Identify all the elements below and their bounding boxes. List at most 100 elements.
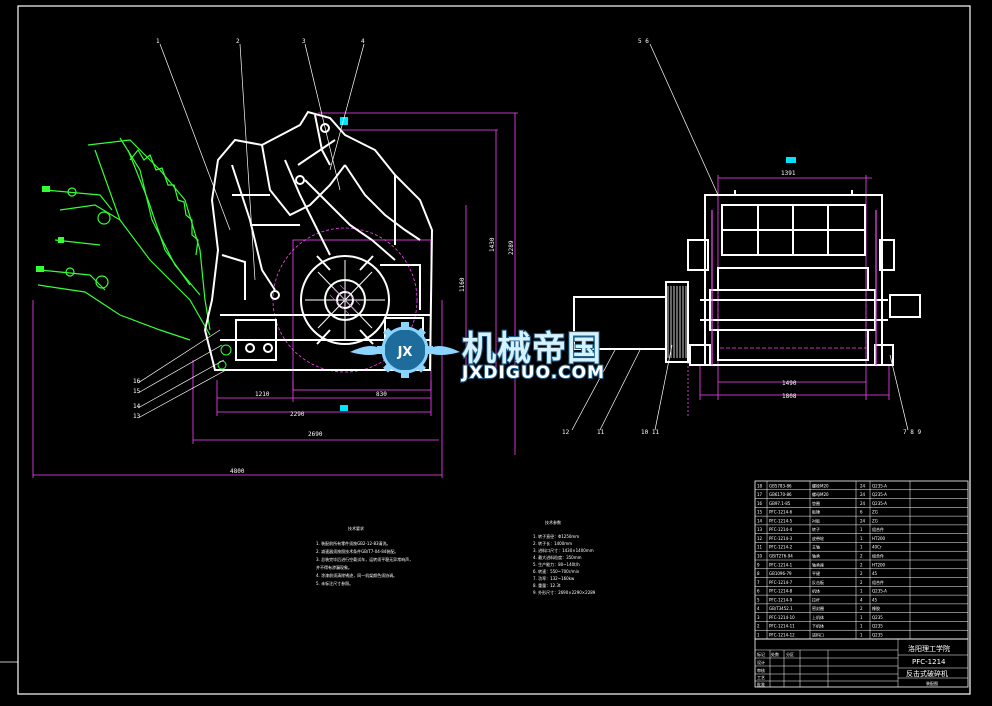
notes-left-line: 并不得有渗漏现象。 (316, 564, 352, 570)
bom-cell: 11 (757, 545, 763, 550)
bom-cell: GB1096-79 (769, 571, 792, 576)
part-label-13: 13 (133, 413, 141, 420)
bom-cell: Q235 (872, 624, 883, 629)
bom-cell: HT200 (872, 562, 886, 567)
bom-cell: 13 (757, 527, 763, 532)
bom-cell: 1 (860, 545, 863, 550)
bom-cell: Q235 (872, 615, 883, 620)
bom-cell: Q235-A (872, 501, 887, 506)
bom-cell: 2 (757, 624, 760, 629)
dim-2289: 2289 (508, 240, 515, 255)
notes-right-line: 4. 最大进料粒度：350mm (533, 554, 582, 560)
notes-right-line: 6. 转速：550~700r/min (533, 568, 580, 574)
notes-left-line: 1. 装配前所有零件须按GB2-12-83清洗。 (316, 540, 391, 546)
bom-cell: 8 (757, 571, 760, 576)
gear-logo-icon: JX (350, 322, 460, 378)
bom-cell: 皮带轮 (812, 535, 824, 541)
side-view: 1391 1490 1808 (562, 38, 921, 436)
bom-cell: 5 (757, 597, 760, 602)
bom-cell: 机体 (812, 588, 820, 594)
notes-left-line: 2. 减速器须按照技术条件GB/T7-04-84装配。 (316, 548, 398, 554)
part-label-2: 2 (236, 38, 240, 45)
tb-label: 审核 (757, 667, 765, 673)
notes-right-line: 5. 生产能力：80~140t/h (533, 561, 580, 567)
notes-left-line: 5. 未标注尺寸参照。 (316, 580, 353, 586)
bom-cell: Q235-A (872, 483, 887, 488)
dim-1391: 1391 (781, 170, 796, 177)
bom-cell: 上机体 (812, 614, 824, 620)
bom-cell: 40Cr (872, 545, 882, 550)
technical-parameters: 技术参数 1. 转子直径：Φ1250mm 2. 转子长：1400mm 3. 进料… (533, 519, 596, 595)
bom-cell: 2 (860, 606, 863, 611)
bom-cell: 2 (860, 562, 863, 567)
bom-cell: GB5783-86 (769, 483, 792, 488)
bom-cell: GB/T276-94 (769, 554, 793, 559)
bom-cell: 1 (860, 615, 863, 620)
bom-cell: 衬板 (812, 517, 820, 523)
sheet-type: 装配图 (926, 680, 938, 686)
bom-cell: PFC-1214-10 (769, 615, 795, 620)
bom-cell: 轴承 (812, 553, 820, 559)
bom-cell: 24 (860, 501, 866, 506)
bom-cell: 轴承座 (812, 561, 824, 567)
bom-cell: PFC-1214-4 (769, 527, 793, 532)
bom-cell: 6 (860, 510, 863, 515)
bom-cell: 橡胶 (872, 605, 880, 611)
bom-cell: HT200 (872, 536, 886, 541)
notes-right-line: 9. 外形尺寸：2690×2290×2289 (533, 589, 596, 595)
bom-cell: PFC-1214-6 (769, 510, 793, 515)
part-label-15: 15 (133, 388, 141, 395)
part-label-5-6: 5 6 (638, 38, 649, 45)
bom-cell: 密封圈 (812, 605, 824, 611)
part-label-4: 4 (361, 38, 365, 45)
bom-cell: 板锤 (812, 509, 820, 515)
bom-cell: PFC-1214-5 (769, 518, 793, 523)
bom-cell: 4 (860, 597, 863, 602)
part-label-16: 16 (133, 378, 141, 385)
part-label-12: 12 (562, 429, 570, 436)
watermark: JX 机械帝国 JXDIGUO.COM (350, 322, 605, 384)
bom-cell: 组合件 (872, 579, 884, 585)
bom-cell: 1 (860, 633, 863, 638)
bom-cell: 2 (860, 554, 863, 559)
bom-cell: 螺母M20 (812, 491, 829, 497)
notes-right-title: 技术参数 (545, 519, 561, 525)
dim-1210: 1210 (255, 391, 270, 398)
bom-cell: 16 (757, 501, 763, 506)
tb-label: 批准 (757, 681, 765, 687)
bom-cell: PFC-1214-3 (769, 536, 793, 541)
watermark-sub: JXDIGUO.COM (461, 363, 605, 383)
bom-cell: ZG (872, 518, 878, 523)
bom-cell: 6 (757, 589, 760, 594)
bom-cell: 拉杆 (812, 596, 820, 602)
bom-cell: Q235-A (872, 589, 887, 594)
dim-1160: 1160 (459, 277, 466, 292)
bom-cell: GB/T3452.1 (769, 606, 793, 611)
dim-1490: 1490 (782, 380, 797, 387)
bom-cell: PFC-1214-8 (769, 589, 793, 594)
part-label-11: 11 (597, 429, 605, 436)
bom-cell: 螺栓M20 (812, 482, 829, 488)
bom-cell: 24 (860, 483, 866, 488)
bom-cell: PFC-1214-9 (769, 597, 793, 602)
tb-label: 处数 (771, 651, 779, 657)
technical-requirements: 技术要求 1. 装配前所有零件须按GB2-12-83清洗。 2. 减速器须按照技… (316, 525, 413, 586)
bom-cell: PFC-1214-7 (769, 580, 793, 585)
notes-right-line: 3. 进料口尺寸：1430×1400mm (533, 547, 594, 553)
bom-cell: 平键 (812, 570, 820, 576)
bom-cell: 4 (757, 606, 760, 611)
tb-label: 工艺 (757, 675, 765, 680)
bom-cell: 3 (757, 615, 760, 620)
bom-cell: 15 (757, 510, 763, 515)
bom-cell: 1 (757, 633, 760, 638)
dim-1808: 1808 (782, 393, 797, 400)
bom-cell: 组合件 (872, 553, 884, 559)
bom-cell: 组合件 (872, 526, 884, 532)
bom-cell: 1 (860, 624, 863, 629)
dim-1430: 1430 (489, 237, 496, 252)
part-label-10-11: 10 11 (641, 429, 659, 436)
bom-cell: 主轴 (812, 544, 820, 550)
part-label-14: 14 (133, 403, 141, 410)
bom-cell: PFC-1214-1 (769, 562, 793, 567)
